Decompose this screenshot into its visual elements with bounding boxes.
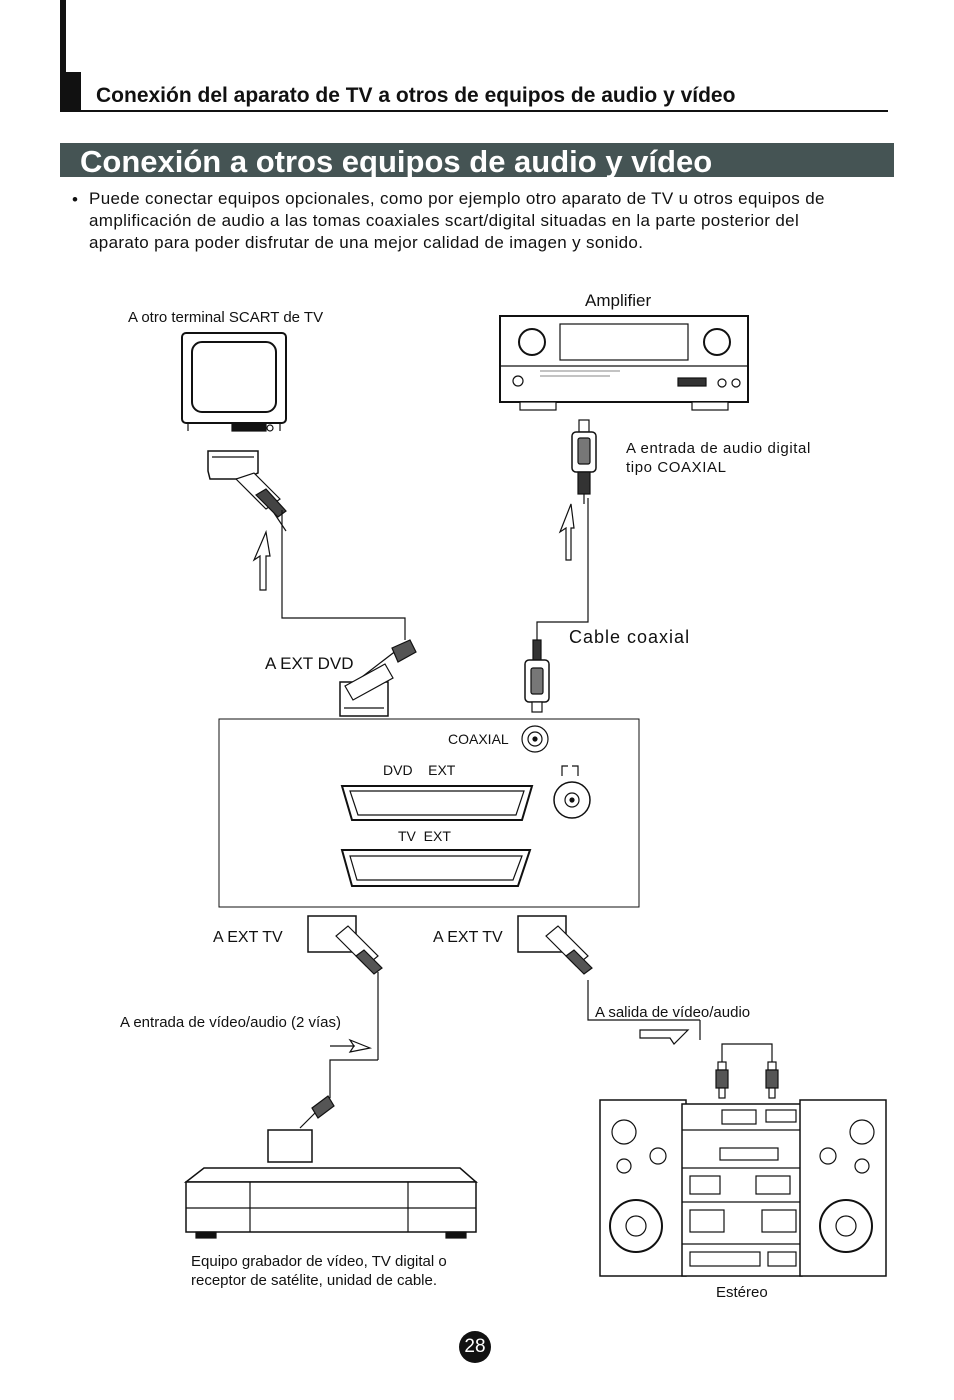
sidebar-bar: [60, 0, 66, 72]
intro-paragraph: • Puede conectar equipos opcionales, com…: [72, 188, 862, 254]
tv-icon: [181, 332, 287, 432]
coaxial-jack-label: COAXIAL: [448, 731, 509, 747]
tv-ext-plug-left: [307, 915, 383, 1060]
dvd-ext-scart-port: [340, 785, 534, 821]
arrow-up-right: [558, 503, 575, 561]
ext-dvd-label: A EXT DVD: [265, 654, 354, 673]
av-cable: [329, 1059, 378, 1098]
tv-ext-label: TV EXT: [398, 828, 451, 844]
recorder-scart-plug: [267, 1095, 335, 1163]
ext-tv-right-label: A EXT TV: [433, 929, 503, 946]
intro-text: Puede conectar equipos opcionales, como …: [89, 189, 825, 252]
ext-tv-left-label: A EXT TV: [213, 929, 283, 946]
amp-coax-plug: [571, 419, 597, 504]
tv-coax-plug: [524, 639, 550, 713]
stereo-label: Estéreo: [716, 1284, 768, 1301]
coax-cable-label: Cable coaxial: [569, 627, 691, 647]
title-banner: Conexión a otros equipos de audio y víde…: [60, 143, 894, 179]
amplifier-icon: [499, 315, 749, 411]
tv-cable: [281, 510, 406, 640]
tv-ext-plug-right: [517, 915, 700, 1021]
tv-ext-scart-port: [340, 849, 532, 887]
arrow-right-lower: [639, 1029, 690, 1045]
tv-scart-plug: [207, 450, 287, 532]
arrow-up-left: [252, 529, 271, 591]
coax-cable: [536, 498, 589, 640]
arrow-left-lower: [330, 1038, 373, 1053]
stereo-icon: [599, 1099, 887, 1277]
recorder-label: Equipo grabador de vídeo, TV digital o r…: [191, 1253, 447, 1289]
coaxial-jack-icon: [521, 725, 549, 753]
page-title: Conexión a otros equipos de audio y víde…: [80, 144, 713, 179]
tv-scart-label: A otro terminal SCART de TV: [128, 309, 324, 326]
section-heading: Conexión del aparato de TV a otros de eq…: [96, 84, 736, 107]
rca-plug-right: [765, 1061, 779, 1099]
amplifier-label: Amplifier: [585, 291, 652, 310]
heading-rule: [81, 110, 888, 112]
av-input-label: A entrada de vídeo/audio (2 vías): [120, 1014, 341, 1031]
rca-plug-left: [715, 1061, 729, 1099]
recorder-icon: [183, 1167, 478, 1239]
dvd-ext-label: DVD EXT: [383, 762, 456, 778]
page-number: 28: [459, 1331, 491, 1363]
antenna-icon: [553, 765, 591, 819]
rca-split: [699, 1020, 773, 1062]
dvd-scart-plug: [339, 639, 417, 717]
av-output-label: A salida de vídeo/audio: [595, 1004, 751, 1021]
digital-audio-label: A entrada de audio digital tipo COAXIAL: [626, 440, 811, 476]
sidebar-block: [60, 72, 81, 112]
bullet: •: [72, 190, 79, 209]
rear-panel: [218, 718, 640, 908]
